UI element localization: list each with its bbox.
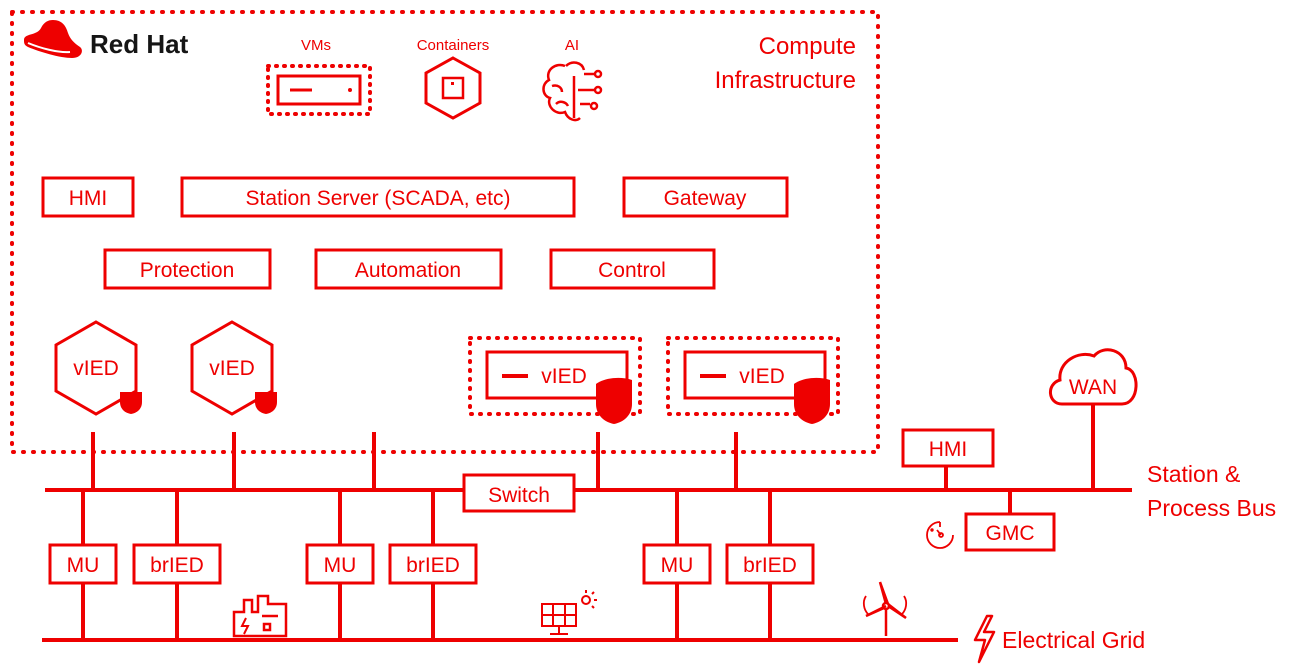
vied-label-1: vIED <box>73 357 119 380</box>
app-control-label: Control <box>598 259 666 282</box>
compute-boundary <box>10 10 880 454</box>
field-briED-1: brIED <box>132 543 222 585</box>
brain-icon <box>542 61 603 122</box>
vied-label-4: vIED <box>739 365 785 388</box>
vm-icon <box>266 64 372 116</box>
app-protection-label: Protection <box>140 259 235 282</box>
bus-hmi-label: HMI <box>929 438 968 461</box>
containers-label: Containers <box>417 37 490 54</box>
vms-label: VMs <box>301 37 331 54</box>
shield-icon <box>255 392 277 414</box>
app-station-server-label: Station Server (SCADA, etc) <box>246 187 511 210</box>
field-briED-3: brIED <box>725 543 815 585</box>
field-mu-1-label: MU <box>67 554 100 577</box>
field-mu-3-label: MU <box>661 554 694 577</box>
shield-icon <box>794 377 830 424</box>
field-mu-1: MU <box>48 543 118 585</box>
clock-icon <box>926 521 954 549</box>
app-control: Control <box>549 248 716 290</box>
vied-vm-1: vIED <box>468 336 642 424</box>
field-mu-3: MU <box>642 543 712 585</box>
factory-icon <box>232 594 288 638</box>
vied-container-2: vIED <box>190 320 277 416</box>
lightning-icon <box>973 614 996 664</box>
app-gateway: Gateway <box>622 176 789 218</box>
shield-icon <box>596 377 632 424</box>
vied-label-3: vIED <box>541 365 587 388</box>
app-automation-label: Automation <box>355 259 461 282</box>
app-protection: Protection <box>103 248 272 290</box>
vied-vm-2: vIED <box>666 336 840 424</box>
wan-label: WAN <box>1069 376 1117 399</box>
solar-panel-icon <box>541 590 597 635</box>
vied-container-1: vIED <box>54 320 142 416</box>
switch-box: Switch <box>462 473 576 513</box>
bus-hmi-box: HMI <box>901 428 995 468</box>
gmc-box: GMC <box>964 512 1056 552</box>
app-station-server: Station Server (SCADA, etc) <box>180 176 576 218</box>
app-gateway-label: Gateway <box>664 187 747 210</box>
red-hat-logo: Red Hat <box>24 20 189 59</box>
wind-turbine-icon <box>862 581 908 636</box>
field-briED-3-label: brIED <box>743 554 797 577</box>
compute-drop-lines <box>91 432 738 490</box>
compute-title-line2: Infrastructure <box>715 67 856 94</box>
app-hmi: HMI <box>41 176 135 218</box>
compute-title-line1: Compute <box>759 33 856 60</box>
field-briED-2: brIED <box>388 543 478 585</box>
grid-label: Electrical Grid <box>1002 627 1145 653</box>
ai-label: AI <box>565 37 579 54</box>
field-mu-2: MU <box>305 543 375 585</box>
switch-label: Switch <box>488 484 550 507</box>
bus-label-line1: Station & <box>1147 461 1240 487</box>
container-icon <box>424 56 482 120</box>
field-briED-1-label: brIED <box>150 554 204 577</box>
brand-name: Red Hat <box>90 29 189 59</box>
bus-label-line2: Process Bus <box>1147 495 1276 521</box>
red-hat-icon <box>24 20 82 58</box>
app-automation: Automation <box>314 248 503 290</box>
wan-cloud-icon: WAN <box>1049 348 1138 406</box>
app-hmi-label: HMI <box>69 187 108 210</box>
gmc-label: GMC <box>986 522 1035 545</box>
field-mu-2-label: MU <box>324 554 357 577</box>
vied-label-2: vIED <box>209 357 255 380</box>
field-briED-2-label: brIED <box>406 554 460 577</box>
shield-icon <box>120 392 142 414</box>
